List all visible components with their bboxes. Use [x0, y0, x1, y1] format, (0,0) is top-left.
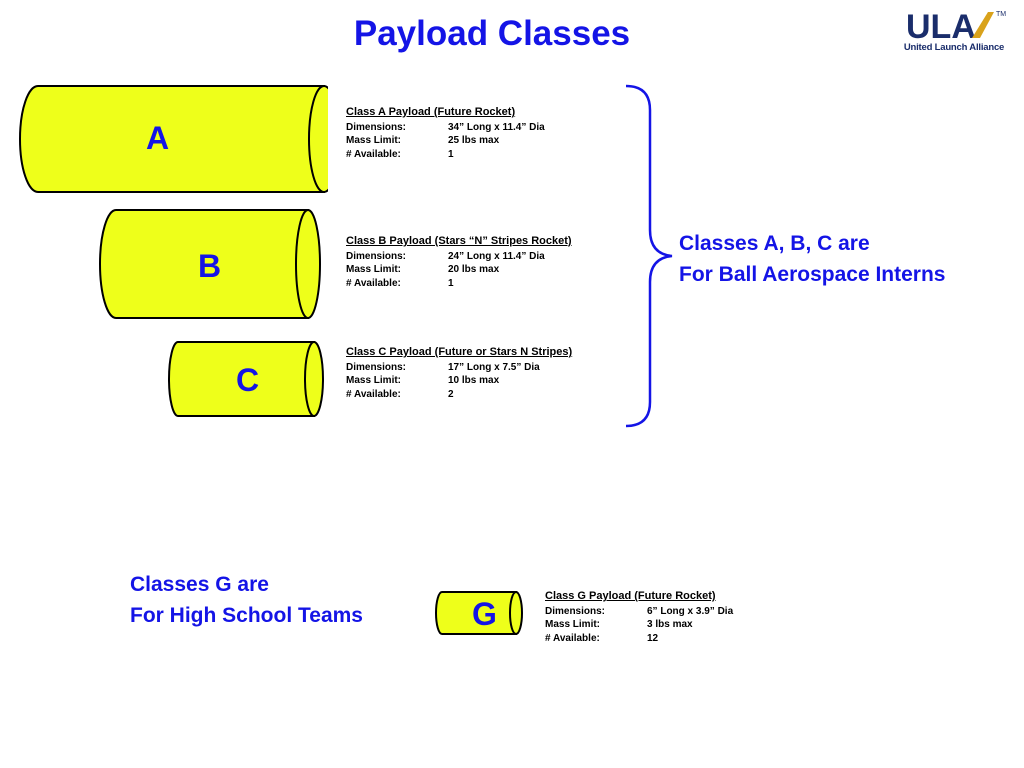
note-abc-line2: For Ball Aerospace Interns: [679, 263, 946, 286]
spec-a-row-dimensions: Dimensions:34” Long x 11.4” Dia: [346, 121, 545, 133]
spec-b-row-available: # Available:1: [346, 277, 454, 289]
spec-b-heading: Class B Payload (Stars “N” Stripes Rocke…: [346, 235, 572, 247]
ula-logo-mark: ULA TM: [906, 8, 1006, 46]
cylinder-g-icon: [435, 591, 523, 635]
cylinder-b-icon: [99, 209, 321, 319]
spec-g-row-mass: Mass Limit:3 lbs max: [545, 619, 693, 630]
spec-class-c: Class C Payload (Future or Stars N Strip…: [346, 346, 572, 401]
spec-c-row-mass: Mass Limit:10 lbs max: [346, 375, 500, 386]
spec-c-row-available: # Available:2: [346, 388, 454, 400]
spec-class-b: Class B Payload (Stars “N” Stripes Rocke…: [346, 235, 572, 290]
logo-swoosh-icon: [972, 12, 994, 38]
ula-logo: ULA TM United Launch Alliance: [898, 4, 1010, 60]
spec-a-row-mass: Mass Limit:25 lbs max: [346, 135, 500, 146]
logo-tm: TM: [996, 11, 1006, 18]
spec-a-heading: Class A Payload (Future Rocket): [346, 106, 516, 118]
spec-c-row-dimensions: Dimensions:17” Long x 7.5” Dia: [346, 361, 540, 373]
spec-b-row-dimensions: Dimensions:24” Long x 11.4” Dia: [346, 250, 545, 262]
cylinder-g-label: G: [472, 596, 497, 632]
spec-g-row-available: # Available:12: [545, 632, 659, 644]
cylinder-b-label: B: [198, 248, 222, 284]
spec-a-row-available: # Available:1: [346, 148, 454, 160]
note-abc-interns: Classes A, B, C are For Ball Aerospace I…: [679, 228, 945, 290]
spec-g-row-dimensions: Dimensions:6” Long x 3.9” Dia: [545, 605, 734, 617]
spec-class-g: Class G Payload (Future Rocket) Dimensio…: [545, 590, 733, 645]
ula-logo-name: United Launch Alliance: [903, 42, 1005, 53]
note-g-line2: For High School Teams: [130, 604, 363, 627]
spec-c-heading: Class C Payload (Future or Stars N Strip…: [346, 346, 573, 358]
cylinder-a-label: A: [146, 120, 170, 156]
note-g-line1: Classes G are: [130, 573, 269, 596]
curly-brace-icon: [625, 84, 673, 428]
cylinder-a-icon: [19, 85, 328, 193]
note-abc-line1: Classes A, B, C are: [679, 232, 870, 255]
cylinder-c-icon: [168, 341, 324, 417]
page-title: Payload Classes: [353, 14, 631, 53]
cylinder-c-label: C: [236, 362, 260, 398]
note-g-high-school: Classes G are For High School Teams: [130, 569, 363, 631]
spec-g-heading: Class G Payload (Future Rocket): [545, 590, 716, 602]
spec-b-row-mass: Mass Limit:20 lbs max: [346, 264, 500, 275]
spec-class-a: Class A Payload (Future Rocket) Dimensio…: [346, 106, 545, 161]
ula-logo-letters: ULA: [906, 8, 976, 44]
